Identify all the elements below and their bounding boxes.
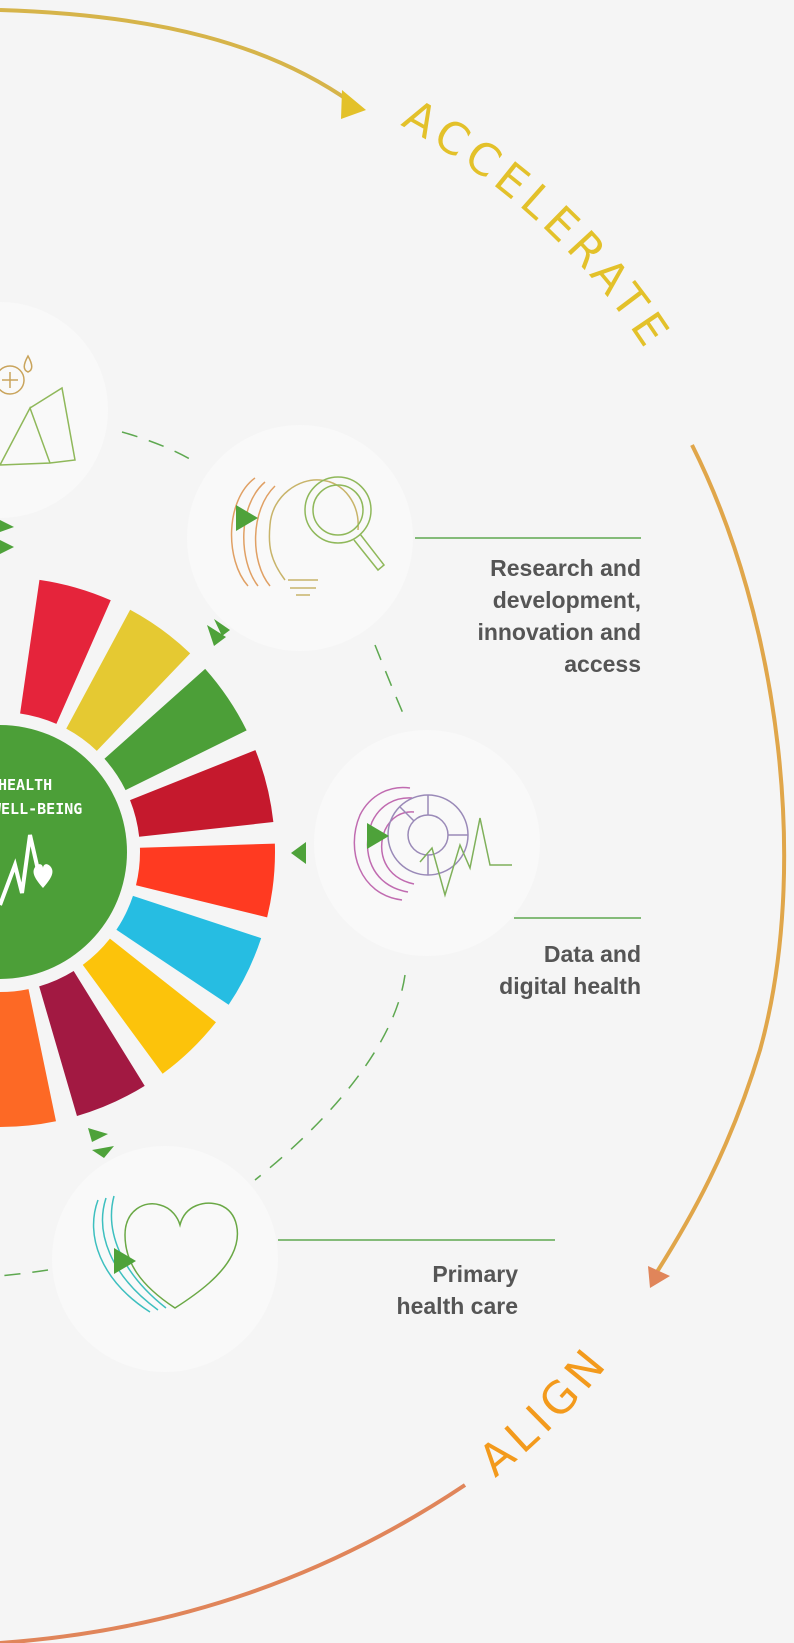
align-word: ALIGN — [470, 1336, 620, 1487]
accelerate-word-path: ACCELERATE — [395, 90, 676, 360]
wheel-segment — [39, 971, 145, 1117]
arrowhead-right — [648, 1266, 670, 1288]
wheel-segment — [104, 668, 247, 791]
research-label-line2: development, — [492, 587, 641, 613]
heartbeat-heart-icon — [0, 834, 53, 906]
research-play-arrow — [236, 505, 258, 531]
accelerate-word: ACCELERATE — [395, 90, 682, 360]
dashed-orbit — [0, 431, 406, 1277]
data-label-line1: Data and — [543, 941, 641, 967]
outer-arc-right — [653, 444, 787, 1277]
data-label-line2: digital health — [499, 973, 641, 999]
research-node-circle — [187, 425, 413, 651]
arrowhead-top — [341, 90, 366, 119]
data-node-circle — [314, 730, 540, 956]
wheel-segment — [0, 989, 57, 1127]
lightbulb-magnifier-icon — [230, 476, 386, 596]
wheel-segment — [135, 843, 275, 918]
center-goal-circle — [0, 725, 127, 979]
primary-care-label: Primary health care — [397, 1258, 518, 1322]
outer-arc-bottom — [0, 1483, 467, 1643]
research-label-line1: Research and — [490, 555, 641, 581]
align-word-path: ALIGN — [470, 1336, 614, 1487]
research-label-line3: innovation and — [477, 619, 641, 645]
green-arrows — [0, 520, 306, 1158]
outer-arc-top — [0, 8, 354, 105]
primary-care-node-circle — [52, 1146, 278, 1372]
center-goal-line1: HEALTH — [0, 776, 52, 794]
top-node-circle — [0, 302, 108, 518]
primary-care-label-line2: health care — [396, 1293, 518, 1319]
wheel-segment — [116, 895, 262, 1005]
wheel-segment — [20, 579, 111, 724]
wheel-segment — [66, 609, 191, 751]
tent-blood-drop-icon — [0, 354, 76, 466]
wheel-segment — [82, 938, 216, 1074]
sdg-wheel — [0, 579, 275, 1127]
data-play-arrow — [367, 823, 389, 849]
primary-care-play-arrow — [114, 1248, 136, 1274]
center-goal-line2: WELL-BEING — [0, 800, 82, 818]
wheel-segment — [130, 750, 274, 837]
research-label: Research and development, innovation and… — [477, 552, 641, 680]
data-label: Data and digital health — [499, 938, 641, 1002]
primary-care-label-line1: Primary — [432, 1261, 518, 1287]
research-label-line4: access — [564, 651, 641, 677]
